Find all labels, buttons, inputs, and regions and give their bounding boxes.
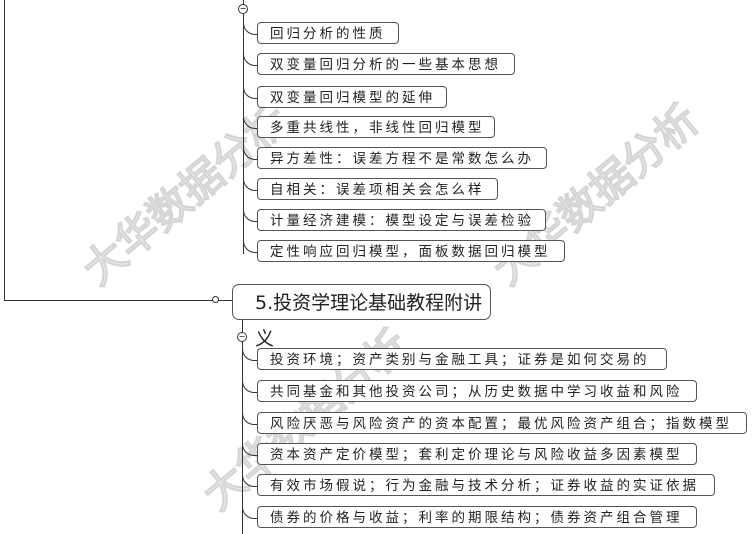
- topic-node[interactable]: 共同基金和其他投资公司；从历史数据中学习收益和风险: [257, 380, 697, 402]
- branch-connector: [243, 240, 258, 253]
- branch-connector: [242, 474, 258, 487]
- collapse-toggle-icon[interactable]: −: [237, 332, 247, 342]
- node-dot: [212, 296, 219, 303]
- branch-connector: [242, 348, 258, 361]
- branch-connector: [243, 53, 258, 66]
- branch-connector: [242, 380, 258, 393]
- branch-connector: [243, 147, 258, 160]
- topic-node[interactable]: 自相关：误差项相关会怎么样: [257, 178, 498, 200]
- topic-node[interactable]: 债券的价格与收益；利率的期限结构；债券资产组合管理: [257, 506, 697, 528]
- main-topic-node[interactable]: 5.投资学理论基础教程附讲义: [232, 284, 491, 350]
- branch-connector: [242, 412, 258, 425]
- branch-connector: [243, 22, 258, 35]
- connector-line: [4, 0, 5, 301]
- branch-connector: [242, 506, 258, 519]
- collapse-toggle-icon[interactable]: −: [238, 4, 248, 14]
- connector-line: [4, 300, 232, 301]
- topic-node[interactable]: 多重共线性，非线性回归模型: [257, 116, 495, 138]
- topic-node[interactable]: 投资环境；资产类别与金融工具；证券是如何交易的: [257, 348, 667, 370]
- topic-node[interactable]: 资本资产定价模型；套利定价理论与风险收益多因素模型: [257, 443, 697, 465]
- branch-connector: [243, 86, 258, 99]
- branch-connector: [242, 443, 258, 456]
- watermark: 大华数据分析: [483, 94, 709, 295]
- connector-line: [243, 0, 244, 254]
- topic-node[interactable]: 风险厌恶与风险资产的资本配置；最优风险资产组合；指数模型: [257, 412, 747, 434]
- branch-connector: [243, 209, 258, 222]
- topic-node[interactable]: 异方差性：误差方程不是常数怎么办: [257, 147, 547, 169]
- branch-connector: [243, 178, 258, 191]
- topic-node[interactable]: 双变量回归分析的一些基本思想: [257, 53, 515, 75]
- topic-node[interactable]: 定性响应回归模型，面板数据回归模型: [257, 240, 565, 262]
- topic-node[interactable]: 回归分析的性质: [257, 22, 399, 44]
- branch-connector: [243, 116, 258, 129]
- connector-line: [242, 320, 243, 534]
- topic-node[interactable]: 计量经济建模：模型设定与误差检验: [257, 209, 546, 231]
- topic-node[interactable]: 双变量回归模型的延伸: [257, 86, 447, 108]
- topic-node[interactable]: 有效市场假说；行为金融与技术分析；证券收益的实证依据: [257, 474, 715, 496]
